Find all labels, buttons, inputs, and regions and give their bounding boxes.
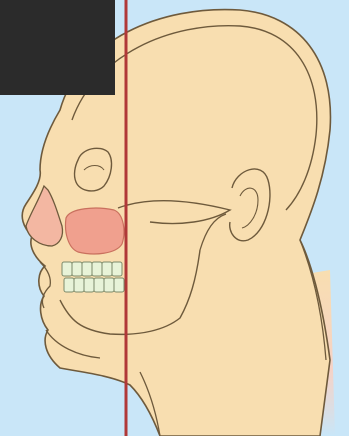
- dark-overlay-block: [0, 0, 115, 95]
- upper-teeth: [62, 262, 122, 276]
- lower-teeth: [64, 278, 124, 292]
- maxillary-sinus: [66, 208, 124, 254]
